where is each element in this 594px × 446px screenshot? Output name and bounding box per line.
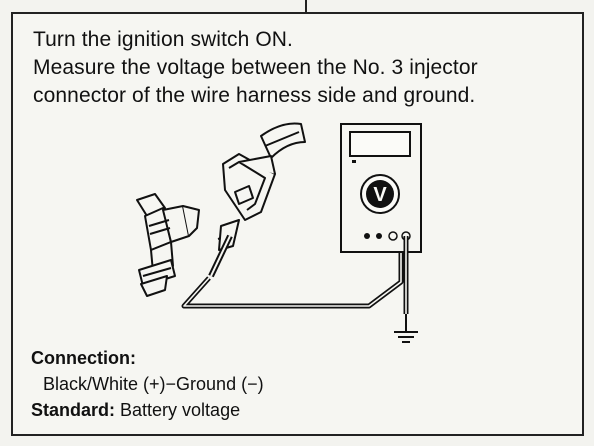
top-connector-line	[305, 0, 307, 13]
standard-colon: :	[109, 400, 116, 420]
instruction-text: Turn the ignition switch ON. Measure the…	[33, 26, 578, 110]
instruction-line-2: Measure the voltage between the No. 3 in…	[33, 56, 478, 79]
voltage-test-illustration: V	[136, 122, 422, 343]
ground-symbol-icon	[394, 331, 418, 343]
instruction-line-3: connector of the wire harness side and g…	[33, 84, 476, 107]
connection-colon: :	[130, 348, 136, 368]
voltmeter-icon: V	[340, 123, 422, 253]
injector-icon	[136, 193, 200, 297]
back-probe-icon	[208, 234, 233, 278]
procedure-panel: Turn the ignition switch ON. Measure the…	[11, 12, 584, 436]
instruction-line-1: Turn the ignition switch ON.	[33, 28, 293, 51]
standard-label: Standard	[31, 400, 110, 420]
standard-value: Battery voltage	[115, 400, 241, 420]
harness-connector-icon	[217, 122, 306, 251]
connection-value: Black/White (+)−Ground (−)	[43, 374, 264, 394]
connection-label: Connection	[31, 348, 130, 368]
connection-spec: Connection: Black/White (+)−Ground (−) S…	[31, 345, 571, 423]
voltmeter-symbol: V	[373, 184, 387, 206]
